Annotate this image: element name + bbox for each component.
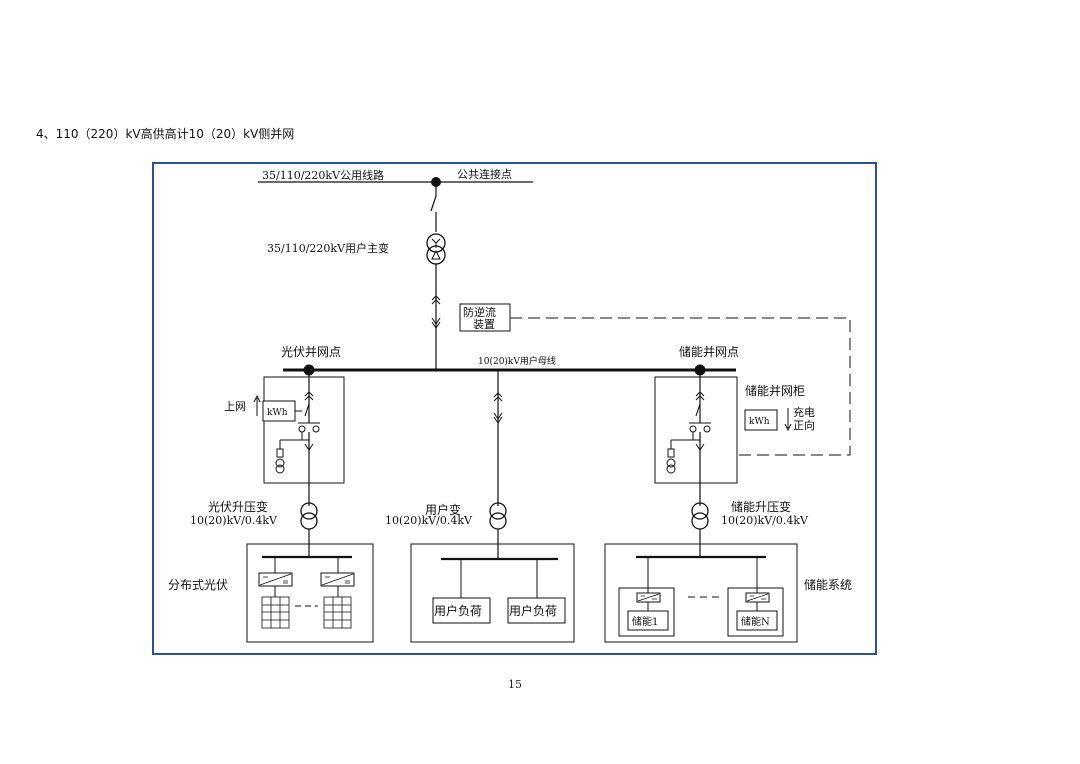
storage-transformer-lower (691, 512, 709, 530)
charge-label-2: 正向 (793, 418, 815, 432)
storage-unit-1-box (618, 587, 675, 637)
busbar-label: 10(20)kV用户母线 (478, 355, 556, 367)
pv-transformer-lower (300, 512, 318, 530)
user-load-1 (432, 597, 491, 624)
charge-arrow-head (784, 423, 792, 432)
pv-transformer-label: 光伏升压变 (208, 499, 268, 514)
pv-system-label: 分布式光伏 (168, 578, 228, 592)
storage-disconnect-symbol (695, 391, 705, 401)
storage-unit-1 (627, 610, 669, 631)
pv-fuse (276, 448, 284, 458)
pv-panel-1 (261, 596, 290, 629)
page-heading: 4、110（220）kV高供高计10（20）kV侧并网 (36, 127, 295, 141)
storage-transformer-ratio: 10(20)kV/0.4kV (721, 514, 809, 527)
diagram-frame (152, 162, 877, 655)
pv-cabinet (263, 376, 345, 484)
storage-cabinet (654, 376, 738, 484)
page-number: 15 (508, 678, 522, 691)
anti-backflow-signal-line (510, 317, 851, 456)
pv-pt-lower (275, 464, 285, 474)
storage-point-label: 储能并网点 (679, 344, 739, 359)
pv-ct-left (298, 425, 306, 433)
pv-transformer-ratio: 10(20)kV/0.4kV (190, 514, 278, 527)
storage-ct-right (703, 425, 711, 433)
storage-ground-arrow (695, 443, 705, 451)
storage-system-label: 储能系统 (804, 577, 852, 592)
user-transformer-upper (489, 502, 507, 520)
storage-breaker (695, 403, 701, 417)
storage-meter-label: kWh (749, 417, 770, 427)
storage-unit-n-label: 储能N (741, 615, 770, 628)
anti-backflow-label-2: 装置 (473, 318, 495, 331)
storage-unit-n (736, 610, 778, 631)
pv-inverter-1-symbol (259, 573, 292, 586)
storage-ct-left (689, 425, 697, 433)
pv-transformer-upper (300, 502, 318, 520)
pv-disconnect-symbol (304, 391, 314, 401)
storage-fuse (667, 448, 675, 458)
grid-up-label: 上网 (224, 400, 246, 413)
pv-pt-upper (275, 458, 285, 468)
user-transformer-ratio: 10(20)kV/0.4kV (385, 514, 473, 527)
user-disconnect-symbol (493, 392, 503, 424)
storage-pt-lower (666, 464, 676, 474)
main-transformer-label: 35/110/220kV用户主变 (267, 241, 389, 255)
user-transformer-label: 用户变 (425, 502, 461, 517)
storage-cabinet-label: 储能并网柜 (745, 383, 805, 398)
charge-label-1: 充电 (793, 405, 815, 419)
user-load-box (410, 543, 575, 643)
storage-unit-n-box (727, 587, 784, 637)
pv-breaker (304, 403, 310, 417)
storage-pcs-1-symbol (637, 593, 660, 602)
pv-ground-arrow (304, 443, 314, 451)
public-line-label: 35/110/220kV公用线路 (262, 168, 384, 182)
pv-meter-label: kWh (267, 408, 288, 418)
storage-meter (744, 409, 778, 431)
pv-panel-2 (323, 596, 352, 629)
user-load-2 (507, 597, 566, 624)
user-load-2-label: 用户负荷 (509, 603, 557, 618)
main-breaker-switch (430, 195, 437, 212)
pv-point-label: 光伏并网点 (281, 345, 341, 359)
storage-pt-upper (666, 458, 676, 468)
main-disconnect-symbol (431, 295, 441, 329)
storage-pcs-n-symbol (746, 593, 769, 602)
storage-transformer-label: 储能升压变 (731, 499, 791, 514)
storage-transformer-upper (691, 502, 709, 520)
pcc-label: 公共连接点 (457, 168, 512, 181)
main-transformer-lower-winding (426, 245, 446, 265)
user-transformer-lower (489, 512, 507, 530)
anti-backflow-label-1: 防逆流 (463, 305, 496, 319)
pv-inverter-2-symbol (321, 573, 354, 586)
grid-up-arrow-head (253, 394, 261, 403)
main-transformer-delta-symbol (431, 249, 441, 260)
user-load-1-label: 用户负荷 (434, 603, 482, 618)
storage-system-box (604, 543, 798, 643)
storage-unit-1-label: 储能1 (632, 615, 658, 628)
main-transformer-wye-symbol (431, 238, 441, 248)
pv-ct-right (312, 425, 320, 433)
pv-system-box (246, 543, 374, 643)
